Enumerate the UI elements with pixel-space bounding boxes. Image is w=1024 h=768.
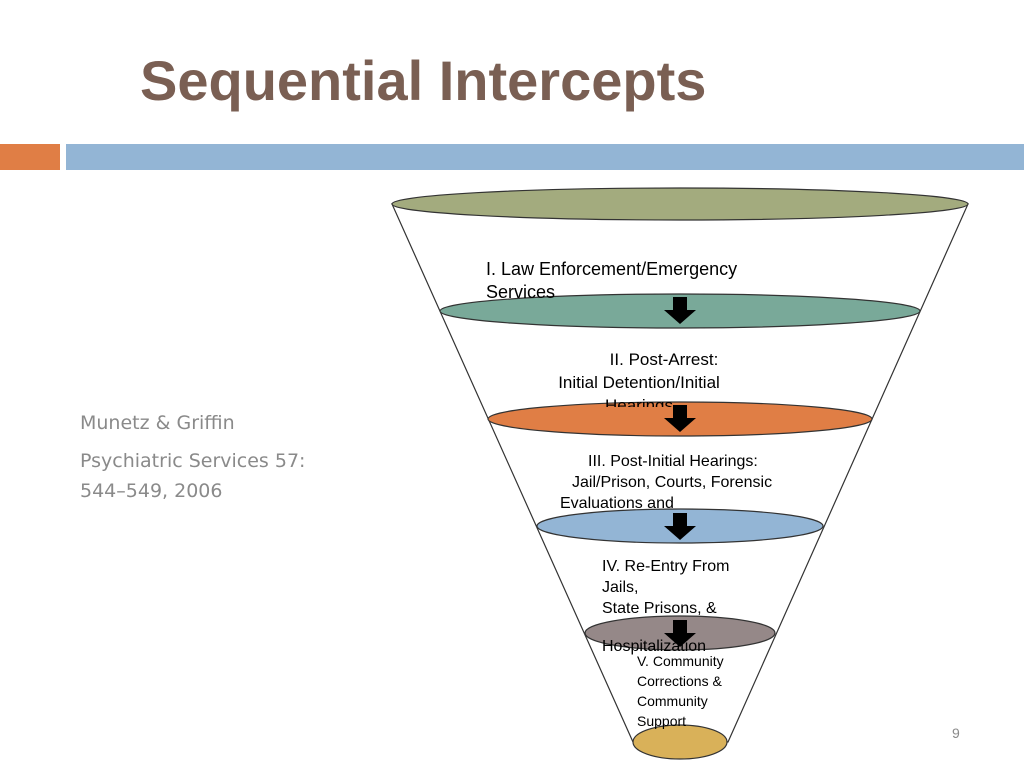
stage-label-5: V. Community Corrections & Community Sup… bbox=[637, 651, 724, 731]
citation: Munetz & Griffin Psychiatric Services 57… bbox=[80, 408, 330, 514]
stage-1-line-2: Services bbox=[486, 282, 556, 301]
arrow-down-icon bbox=[664, 405, 696, 432]
stage-label-3: III. Post-Initial Hearings: Jail/Prison,… bbox=[560, 451, 772, 508]
stage-2-line-1: II. Post-Arrest: bbox=[609, 350, 719, 369]
arrow-down-icon bbox=[664, 297, 696, 324]
stage-label-4: IV. Re-Entry From Jails, State Prisons, … bbox=[602, 556, 729, 657]
stage-2-line-2: Initial Detention/Initial bbox=[558, 373, 720, 392]
accent-bar-blue bbox=[66, 144, 1024, 170]
arrow-down-icon bbox=[664, 513, 696, 540]
funnel-rim-bottom bbox=[632, 724, 728, 760]
arrow-down-icon bbox=[664, 620, 696, 647]
funnel-rim-top bbox=[391, 187, 969, 221]
stage-label-2: II. Post-Arrest: Initial Detention/Initi… bbox=[534, 348, 744, 407]
stage-4-line-3: State Prisons, & bbox=[602, 600, 717, 617]
stage-5-line-2: Corrections & bbox=[637, 673, 722, 689]
stage-3-line-1: III. Post-Initial Hearings: bbox=[588, 453, 758, 470]
stage-5-line-4: Support bbox=[637, 713, 687, 729]
stage-5-line-3: Community bbox=[637, 693, 708, 709]
stage-4-line-1: IV. Re-Entry From bbox=[602, 558, 730, 575]
slide-title: Sequential Intercepts bbox=[140, 49, 707, 112]
stage-4-line-2: Jails, bbox=[602, 579, 639, 596]
page-number: 9 bbox=[952, 725, 960, 741]
stage-3-line-3: Evaluations and bbox=[560, 495, 674, 508]
stage-5-line-1: V. Community bbox=[637, 653, 724, 669]
citation-authors: Munetz & Griffin bbox=[80, 412, 235, 434]
citation-journal: Psychiatric Services 57: 544–549, 2006 bbox=[80, 450, 306, 502]
accent-bar-orange bbox=[0, 144, 60, 170]
stage-label-1: I. Law Enforcement/Emergency Services bbox=[486, 258, 737, 301]
stage-3-line-2: Jail/Prison, Courts, Forensic bbox=[572, 474, 773, 491]
stage-2-line-3: Hearings bbox=[604, 396, 674, 407]
stage-1-line-1: I. Law Enforcement/Emergency bbox=[486, 259, 738, 279]
stage-4-line-4: Hospitalization bbox=[602, 638, 707, 655]
